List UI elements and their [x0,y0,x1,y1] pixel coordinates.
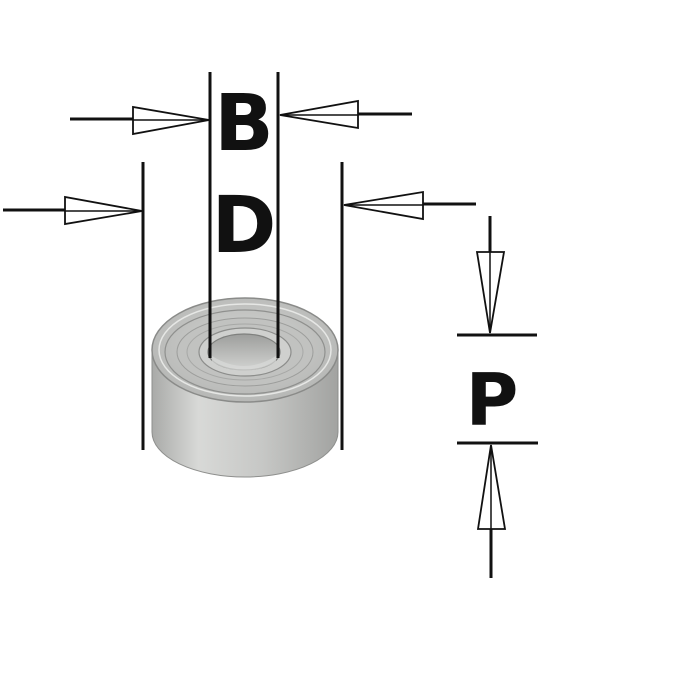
label-bore: B [214,79,273,169]
dimension-bore [70,72,412,358]
dimension-height [457,216,538,578]
bearing-image [151,297,339,478]
label-height: P [466,358,519,442]
dimension-diameter [3,162,476,450]
label-diameter: D [212,181,277,271]
